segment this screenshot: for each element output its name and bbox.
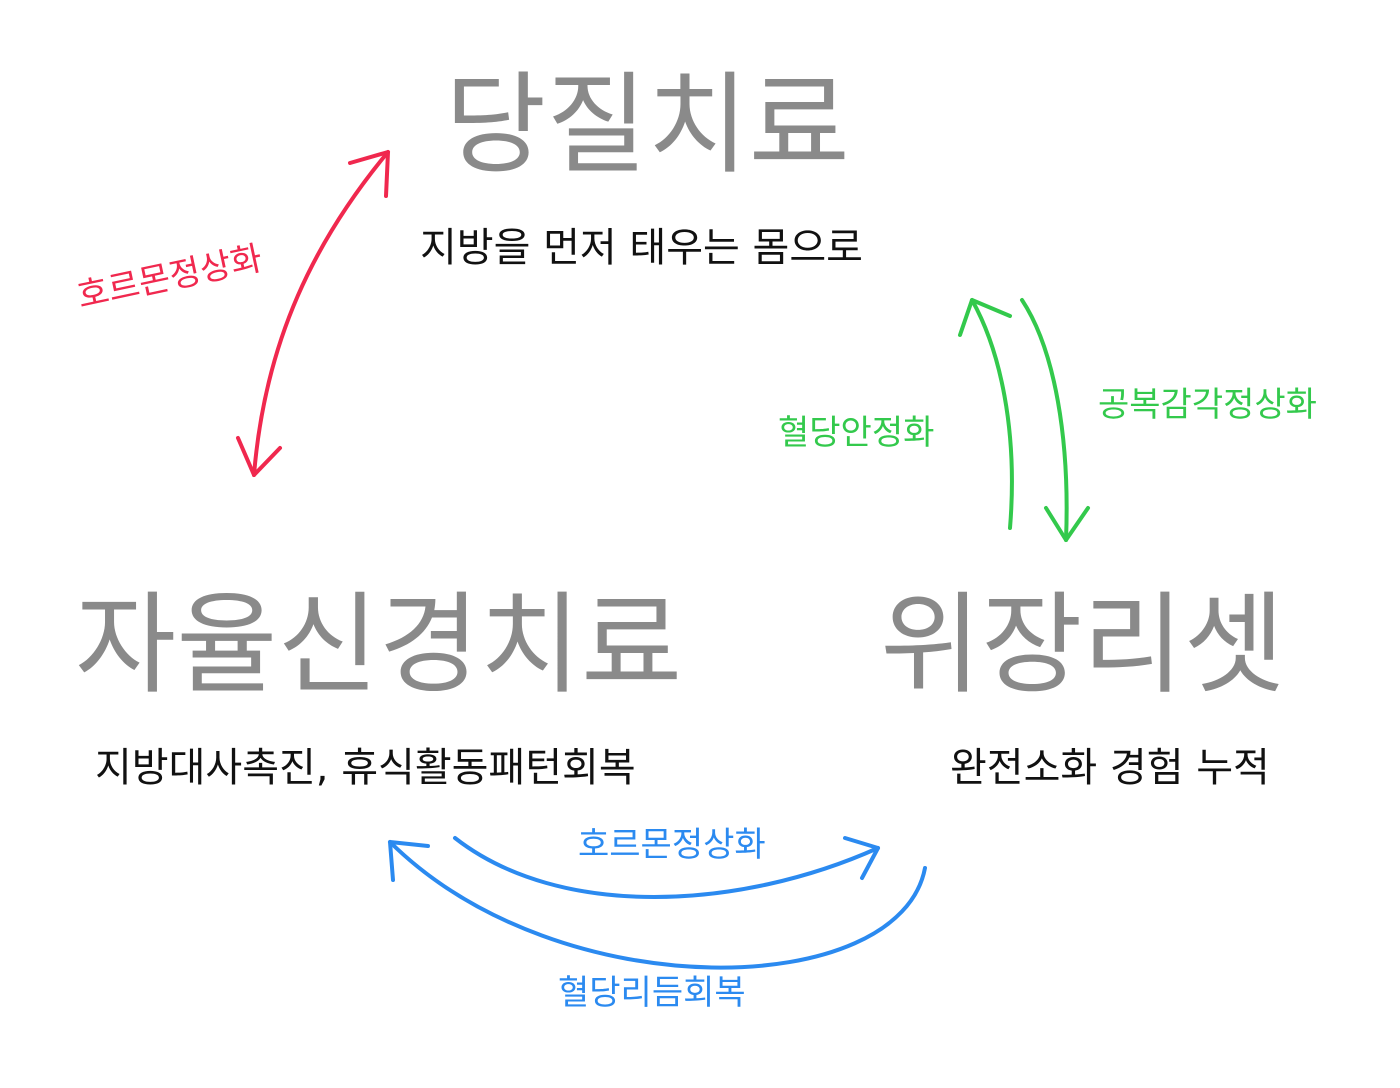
arrow-right-to-left [388,840,927,970]
arrow-top-to-right [1020,298,1090,542]
node-left-title: 자율신경치료 [75,581,683,709]
arrow-right-to-left-shaft [388,840,927,970]
arrow-left-to-right-shaft [453,836,880,899]
arrow-top-left [236,150,390,477]
node-top-title: 당질치료 [445,61,850,189]
edge-right-to-left-label: 혈당리듬회복 [558,973,746,1013]
arrow-right-to-top-head [958,298,1012,337]
arrow-right-to-top-shaft [970,298,1014,530]
node-left-subtitle: 지방대사촉진, 휴식활동패턴회복 [95,745,636,791]
edge-left-to-right-label: 호르몬정상화 [578,825,766,865]
edge-right-to-top-label: 혈당안정화 [778,413,935,453]
node-right-title: 위장리셋 [880,581,1285,709]
arrow-top-to-right-head [1044,506,1090,542]
arrow-right-to-top [958,298,1014,530]
arrow-top-left-shaft [252,150,390,477]
arrow-top-left-head-up [348,150,390,198]
node-top-subtitle: 지방을 먼저 태우는 몸으로 [420,225,863,271]
edge-top-to-right-label: 공복감각정상화 [1098,385,1317,425]
arrow-left-to-right-head [843,836,880,880]
arrow-left-to-right [453,836,880,899]
node-right-subtitle: 완전소화 경험 누적 [950,745,1270,791]
arrow-right-to-left-head [388,840,430,882]
arrow-top-left-head-down [236,436,282,477]
arrow-top-to-right-shaft [1020,298,1069,542]
